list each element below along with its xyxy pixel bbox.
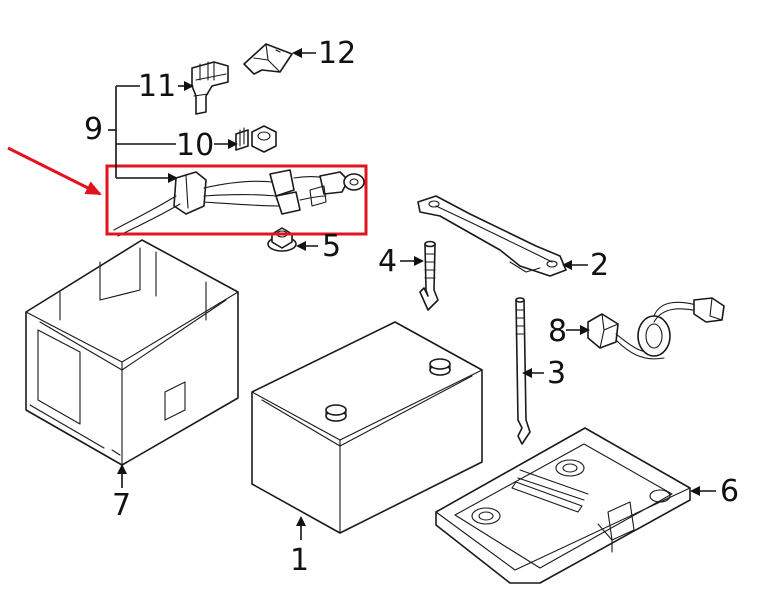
callout-10: 10	[176, 128, 214, 163]
leader-lines	[116, 48, 716, 540]
flange-nut	[267, 227, 297, 252]
sensor-harness	[587, 297, 725, 360]
callout-8: 8	[548, 314, 567, 349]
callout-labels: 1 2 3 4 5 6 7 8 9 10 11 12	[84, 36, 739, 578]
hold-down-rod-short	[419, 240, 439, 311]
terminal-cover	[243, 43, 293, 75]
fusible-link-terminal	[191, 61, 229, 115]
highlight-arrow	[7, 146, 102, 196]
callout-3: 3	[547, 356, 566, 391]
callout-12: 12	[318, 36, 356, 71]
battery-insulator-box	[25, 239, 239, 466]
callout-11: 11	[138, 69, 176, 104]
battery-cable-assembly	[113, 169, 365, 237]
terminal-nut	[235, 125, 277, 153]
callout-9: 9	[84, 112, 103, 147]
callout-2: 2	[590, 248, 609, 283]
hold-down-bracket	[417, 195, 567, 277]
callout-bracket-9	[108, 85, 178, 183]
callout-1: 1	[290, 543, 309, 578]
battery-tray	[435, 427, 691, 584]
battery	[251, 321, 483, 534]
callout-5: 5	[322, 229, 341, 264]
highlight-box	[105, 164, 368, 236]
callout-4: 4	[378, 244, 397, 279]
callout-7: 7	[112, 488, 131, 523]
callout-6: 6	[720, 474, 739, 509]
hold-down-rod-long	[515, 297, 531, 445]
